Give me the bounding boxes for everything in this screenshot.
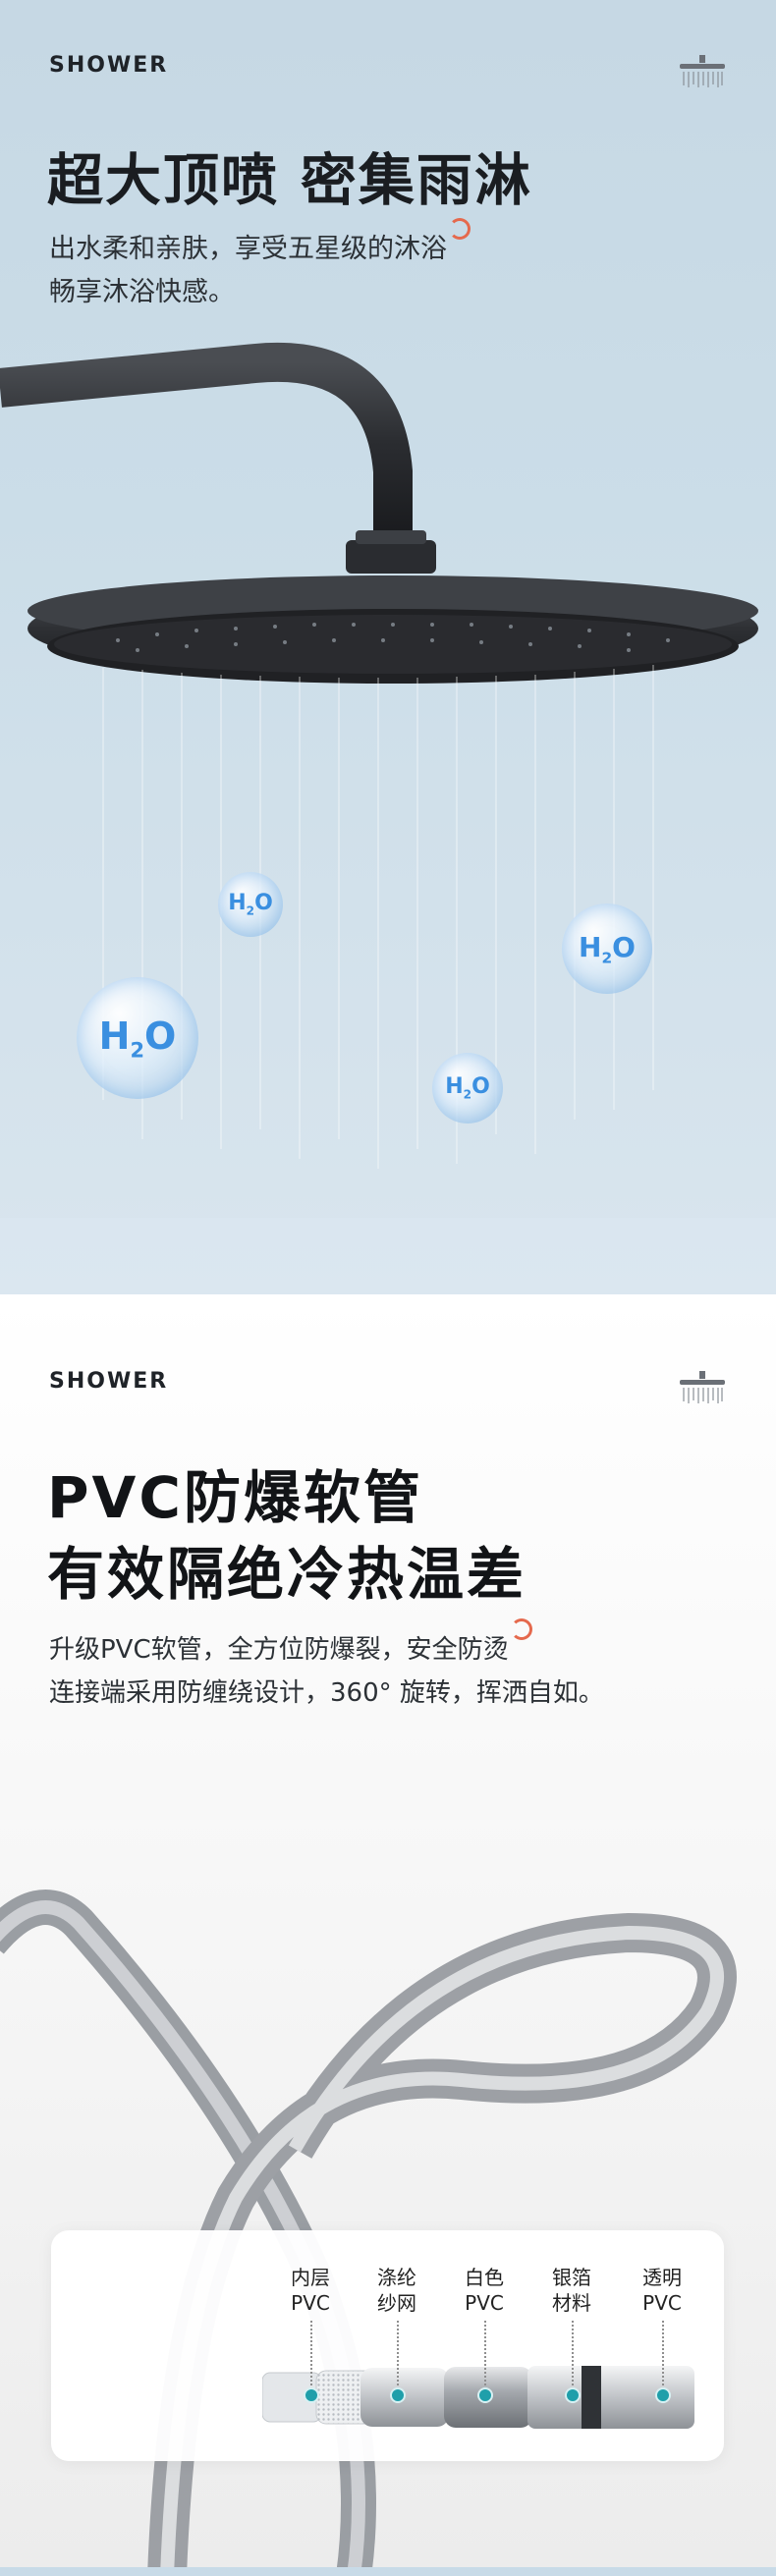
- layer-marker-dot: [304, 2387, 319, 2403]
- h2o-bubble-icon: H2O: [218, 872, 283, 937]
- description-line-2: 畅享沐浴快感。: [49, 277, 235, 307]
- section-label: SHOWER: [49, 53, 169, 78]
- layer-pointer-line: [484, 2321, 486, 2389]
- description-line-1: 出水柔和亲肤，享受五星级的沐浴: [49, 234, 447, 264]
- layer-marker-dot: [390, 2387, 406, 2403]
- pvc-hose-section: SHOWER PVC防爆软管 有效隔绝冷热温差 升级PVC软管，全方位防爆裂，安…: [0, 1294, 776, 2576]
- page-title-line-2: 有效隔绝冷热温差: [47, 1541, 527, 1608]
- layer-marker-dot: [565, 2387, 581, 2403]
- section-description: 升级PVC软管，全方位防爆裂，安全防烫 连接端采用防缠绕设计，360° 旋转，挥…: [49, 1618, 604, 1715]
- rain-shower-illustration: [0, 343, 776, 1294]
- accent-ring-icon: [449, 218, 471, 240]
- h2o-bubble-icon: H2O: [432, 1053, 503, 1124]
- h2o-bubble-icon: H2O: [77, 977, 198, 1099]
- bottom-divider: [0, 2567, 776, 2576]
- layer-pointer-line: [310, 2321, 312, 2389]
- page-title-line-1: PVC防爆软管: [47, 1464, 423, 1531]
- layer-label-polyester-mesh: 涤纶纱网: [377, 2266, 416, 2315]
- h2o-bubble-icon: H2O: [562, 904, 652, 994]
- layer-marker-dot: [655, 2387, 671, 2403]
- section-label: SHOWER: [49, 1369, 169, 1394]
- description-line-1: 升级PVC软管，全方位防爆裂，安全防烫: [49, 1635, 509, 1665]
- layer-pointer-line: [397, 2321, 399, 2389]
- page-title: 超大顶喷 密集雨淋: [47, 148, 532, 213]
- layer-label-silver-foil: 银箔材料: [552, 2266, 591, 2315]
- accent-ring-icon: [510, 1618, 532, 1640]
- layer-pointer-line: [572, 2321, 574, 2389]
- section-description: 出水柔和亲肤，享受五星级的沐浴 畅享沐浴快感。: [49, 218, 471, 314]
- layer-marker-dot: [477, 2387, 493, 2403]
- shower-head-icon: [680, 55, 725, 87]
- rain-shower-section: SHOWER 超大顶喷 密集雨淋 出水柔和亲肤，享受五星级的沐浴 畅享沐浴快感。: [0, 0, 776, 1294]
- shower-head-icon: [680, 1371, 725, 1403]
- layer-pointer-line: [662, 2321, 664, 2389]
- description-line-2: 连接端采用防缠绕设计，360° 旋转，挥洒自如。: [49, 1678, 604, 1708]
